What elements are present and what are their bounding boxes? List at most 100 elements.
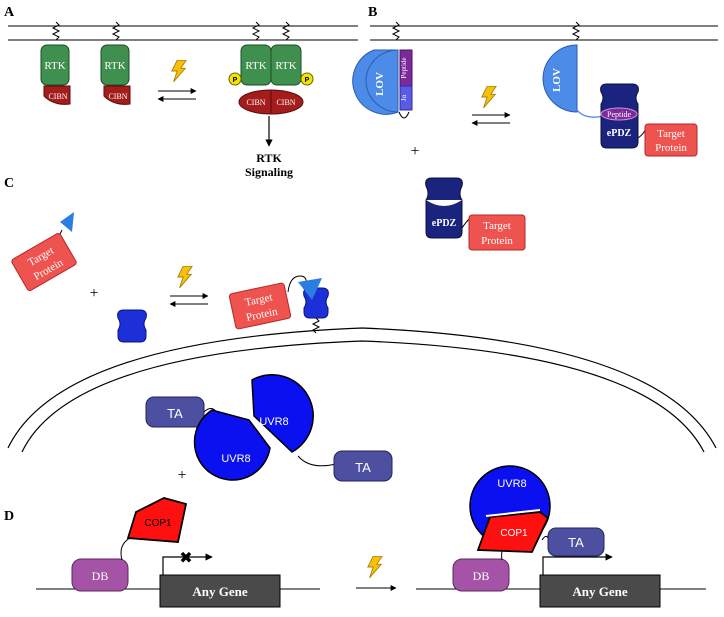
peptide-segment (600, 107, 638, 121)
lipid-anchor (251, 21, 261, 41)
db-domain (71, 558, 129, 592)
phospho-site (300, 72, 314, 86)
phospho-label: P (305, 77, 310, 84)
epdz-label: ePDZ (607, 128, 632, 139)
cop1-label: COP1 (144, 518, 172, 529)
light-bolt-icon (481, 86, 497, 108)
db-domain (452, 558, 510, 592)
panel-a-letter: A (4, 5, 15, 20)
target-label-line2: Protein (655, 142, 687, 154)
lov-dark-state: LOV Peptide Jα (352, 21, 413, 119)
target-label-line1: Target (657, 128, 685, 140)
target-label-line1: Target (483, 220, 511, 232)
target-protein-rotated: Target Protein (228, 282, 292, 330)
blue-anchor-protein-free (117, 309, 147, 343)
cell-membrane-outer (7, 327, 717, 449)
rtk-label: RTK (245, 60, 266, 72)
light-bolt-icon (171, 60, 187, 82)
recruited-complex: Target Protein (228, 275, 329, 334)
light-bolt-icon (177, 266, 193, 288)
panel-c: C Target Protein + Target Protein (4, 176, 717, 453)
target-label-line1: Target (244, 291, 274, 309)
signaling-label-line1: RTK (256, 151, 282, 165)
panel-d: D TA UVR8 UVR8 TA + Any Gene ✖ DB CO (4, 374, 706, 608)
linker-loop (398, 111, 410, 119)
ta-domain (333, 450, 393, 482)
peptide-label: Peptide (607, 110, 631, 119)
tag-triangle (298, 278, 322, 300)
linker (120, 537, 131, 561)
uvr8-monomer (193, 409, 271, 481)
ta-domain (547, 527, 605, 557)
epdz-free: ePDZ Target Protein (425, 177, 526, 251)
phospho-site (228, 72, 242, 86)
rtk-domain (40, 44, 70, 86)
cop1-domain (476, 511, 550, 553)
lipid-anchor (51, 21, 61, 41)
cibn-label: CIBN (246, 98, 265, 107)
lipid-anchor (111, 21, 121, 41)
gene-off-state: Any Gene ✖ DB COP1 (36, 497, 320, 608)
uvr8-monomer (251, 374, 314, 453)
rtk-label: RTK (275, 60, 296, 72)
plus-sign: + (177, 467, 186, 484)
panel-a: A RTK CIBN RTK CIBN RT (4, 5, 358, 179)
rtk-domain (100, 44, 130, 86)
gene-box (539, 574, 661, 608)
cibn-domain (43, 85, 71, 105)
panel-b: B LOV Peptide Jα LOV Peptide (352, 5, 718, 251)
target-protein (228, 282, 292, 330)
lipid-anchor (571, 21, 581, 41)
blue-protein (117, 309, 147, 343)
light-bolt-icon (367, 556, 383, 578)
rtk-monomer-1: RTK CIBN (40, 21, 71, 105)
epdz-label: ePDZ (432, 218, 457, 229)
uvr8-dimer: TA UVR8 UVR8 TA (145, 374, 393, 482)
rtk-domain (270, 44, 302, 86)
db-label: DB (473, 569, 490, 583)
target-protein (468, 214, 526, 251)
rtk-label: RTK (104, 60, 125, 72)
lipid-anchor (281, 21, 291, 41)
rtk-dimer: RTK RTK CIBN CIBN P P (228, 21, 314, 115)
gene-label: Any Gene (192, 584, 247, 599)
ja-helix (399, 85, 413, 111)
transcription-arrow (162, 553, 213, 575)
tag-triangle (60, 212, 74, 232)
signaling-label-line2: Signaling (245, 165, 293, 179)
transcription-arrow (542, 553, 613, 575)
epdz-binding-groove (426, 200, 462, 206)
gene-box (159, 574, 281, 608)
epdz-domain (425, 177, 463, 239)
phospho-label: P (233, 77, 238, 84)
panel-b-letter: B (368, 5, 377, 20)
cibn-label: CIBN (108, 92, 127, 101)
blocked-x-icon: ✖ (179, 550, 192, 567)
target-with-tag: Target Protein (11, 212, 77, 291)
gene-label: Any Gene (572, 584, 627, 599)
plus-sign: + (89, 285, 98, 302)
uvr8-label: UVR8 (259, 416, 288, 428)
db-label: DB (92, 569, 109, 583)
rtk-monomer-2: RTK CIBN (100, 21, 131, 105)
cibn-domain (103, 85, 131, 105)
target-protein-rotated: Target Protein (11, 233, 77, 291)
cell-membrane-inner (21, 340, 705, 453)
lov-domain-shape (365, 49, 399, 113)
interface-highlight (485, 509, 541, 517)
lov-label: LOV (551, 68, 563, 92)
plus-sign: + (410, 143, 419, 160)
uvr8-label: UVR8 (221, 453, 250, 465)
cibn-label: CIBN (48, 92, 67, 101)
ta-label: TA (167, 406, 183, 421)
lov-lit-state: LOV Peptide ePDZ Target Protein (542, 21, 698, 157)
cop1-domain (126, 497, 188, 543)
uvr8-label: UVR8 (497, 478, 526, 490)
ja-unfolded-linker (576, 109, 605, 118)
cibn-label: CIBN (276, 98, 295, 107)
lov-domain-shape (542, 44, 578, 113)
lov-label: LOV (374, 72, 386, 96)
lipid-anchor (391, 21, 401, 41)
